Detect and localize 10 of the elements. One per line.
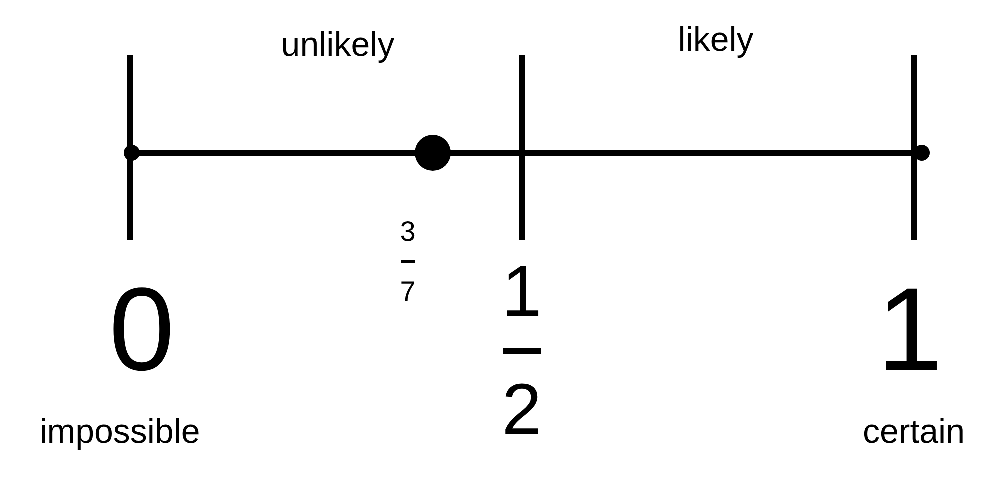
scale-label: likely bbox=[678, 23, 754, 57]
fraction-denominator: 7 bbox=[400, 278, 416, 306]
fraction-numerator: 3 bbox=[400, 218, 416, 246]
fraction-numerator: 1 bbox=[502, 256, 542, 328]
scale-label: unlikely bbox=[281, 28, 395, 62]
scale-number: 1 bbox=[877, 271, 943, 389]
fraction-denominator: 2 bbox=[502, 374, 542, 446]
scale-label: impossible bbox=[40, 415, 200, 449]
scale-number: 0 bbox=[109, 271, 175, 389]
scale-label: certain bbox=[862, 415, 966, 449]
